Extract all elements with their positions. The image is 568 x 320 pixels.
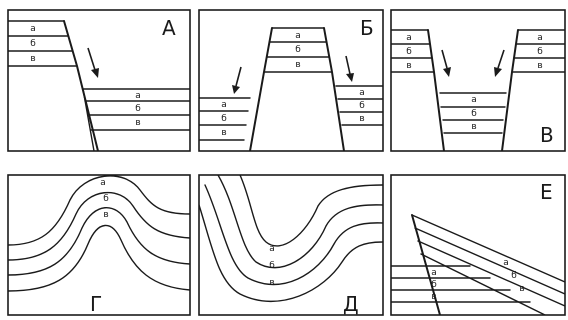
label-a: а <box>269 244 275 254</box>
label-a: а <box>221 100 227 110</box>
label-b: б <box>431 280 437 290</box>
label-v: в <box>30 54 35 64</box>
panel-v-frame <box>391 10 565 151</box>
label-a: а <box>471 95 477 105</box>
label-a: а <box>135 91 141 101</box>
panel-letter: В <box>540 123 554 147</box>
label-a: а <box>30 24 36 34</box>
label-b: б <box>537 47 543 57</box>
label-a: а <box>537 33 543 43</box>
label-b: б <box>406 47 412 57</box>
label-b: б <box>135 104 141 114</box>
panel-g: а б в Г <box>8 175 190 316</box>
panel-v: а б в а б в а б в В <box>391 10 565 151</box>
panel-a: а б в а б в А <box>8 10 190 151</box>
panel-e: а б в а б в Е <box>391 175 565 315</box>
label-b: б <box>359 101 365 111</box>
label-v: в <box>269 278 274 288</box>
label-b: б <box>30 39 36 49</box>
label-b: б <box>295 45 301 55</box>
label-a: а <box>406 33 412 43</box>
panel-letter: А <box>162 16 176 40</box>
label-b: б <box>221 114 227 124</box>
panel-letter: Г <box>90 292 102 316</box>
label-a: а <box>359 88 365 98</box>
label-v: в <box>471 122 476 132</box>
panel-b: а б в а б в а б в Б <box>199 10 383 151</box>
label-v: в <box>221 128 226 138</box>
label-a: а <box>100 178 106 188</box>
label-v: в <box>537 61 542 71</box>
label-v: в <box>431 292 436 302</box>
label-v: в <box>295 60 300 70</box>
panel-letter: Б <box>360 16 374 40</box>
panel-letter: Д <box>343 292 359 316</box>
label-v: в <box>359 114 364 124</box>
label-b: б <box>471 109 477 119</box>
label-v: в <box>135 118 140 128</box>
label-b: б <box>103 194 109 204</box>
panel-d: а б в Д <box>199 175 383 316</box>
label-v: в <box>406 61 411 71</box>
label-a: а <box>431 268 437 278</box>
label-a: а <box>503 258 509 268</box>
label-a: а <box>295 31 301 41</box>
label-v: в <box>519 284 524 294</box>
label-b: б <box>269 261 275 271</box>
panel-letter: Е <box>540 180 553 204</box>
label-v: в <box>103 210 108 220</box>
label-b: б <box>511 271 517 281</box>
